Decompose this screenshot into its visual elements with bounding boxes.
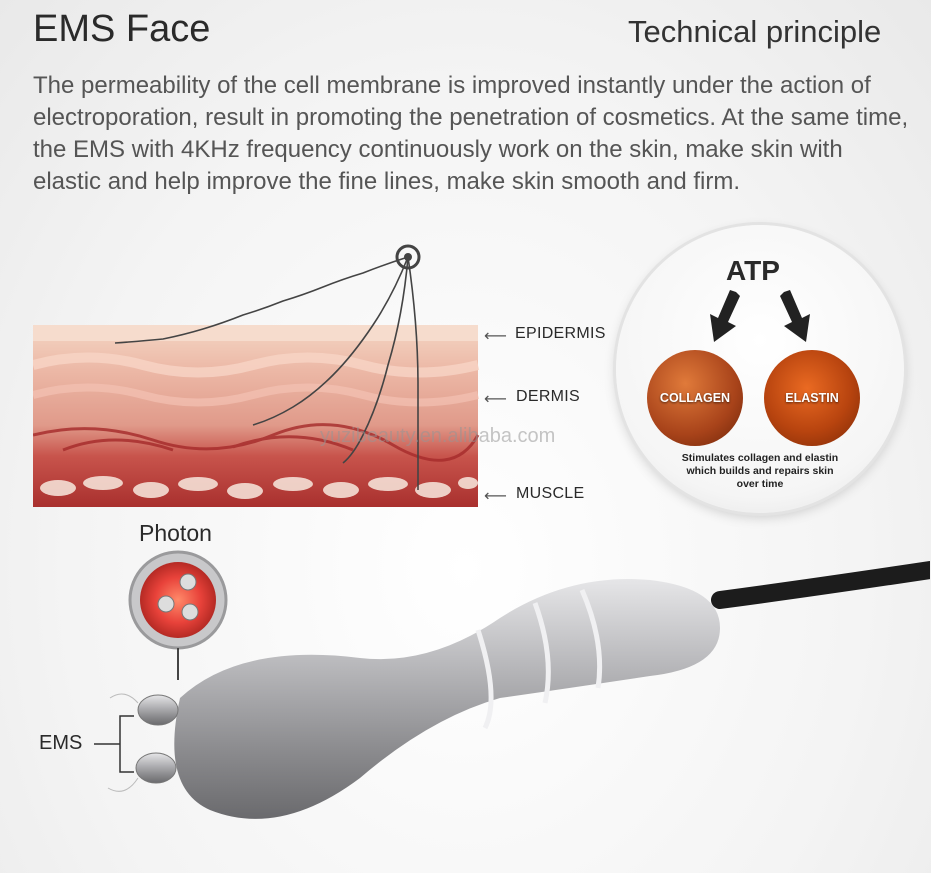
photon-label: Photon	[139, 520, 212, 546]
device-illustration	[94, 550, 930, 819]
arrow-down-left-icon	[710, 290, 740, 342]
skin-illustration	[33, 244, 480, 507]
collagen-ball: COLLAGEN	[647, 350, 743, 446]
ems-spark-lines	[107, 693, 139, 792]
epidermis-layer	[33, 325, 478, 341]
watermark: yuzibeauty.en.alibaba.com	[320, 425, 556, 447]
dermis-wave	[33, 352, 480, 378]
power-cable	[711, 561, 930, 609]
page-subtitle: Technical principle	[628, 14, 882, 49]
atp-note: Stimulates collagen and elastin which bu…	[681, 452, 839, 490]
device-body	[174, 579, 720, 819]
device-ring	[532, 602, 551, 704]
ems-waves	[114, 256, 419, 490]
arrow-down-right-icon	[780, 290, 810, 342]
dermis-wave	[33, 383, 479, 407]
muscle-arrow: ⟵	[484, 488, 507, 505]
muscle-cells	[40, 476, 478, 499]
atp-arrows	[710, 290, 810, 342]
ems-label: EMS	[39, 732, 83, 754]
ems-electrodes	[135, 694, 179, 784]
dermis-arrow: ⟵	[484, 391, 507, 408]
device-ring	[475, 629, 494, 730]
device-ring	[579, 589, 603, 689]
atp-title: ATP	[726, 255, 780, 286]
epidermis-label: EPIDERMIS	[515, 325, 606, 342]
blood-vessels	[33, 423, 480, 462]
elastin-ball: ELASTIN	[764, 350, 860, 446]
dermis-label: DERMIS	[516, 388, 581, 405]
epidermis-arrow: ⟵	[484, 328, 507, 345]
electrode-node	[395, 244, 421, 270]
page-title: EMS Face	[33, 8, 211, 50]
description-text: The permeability of the cell membrane is…	[33, 72, 909, 195]
muscle-label: MUSCLE	[516, 485, 585, 502]
ems-bracket	[94, 715, 134, 773]
